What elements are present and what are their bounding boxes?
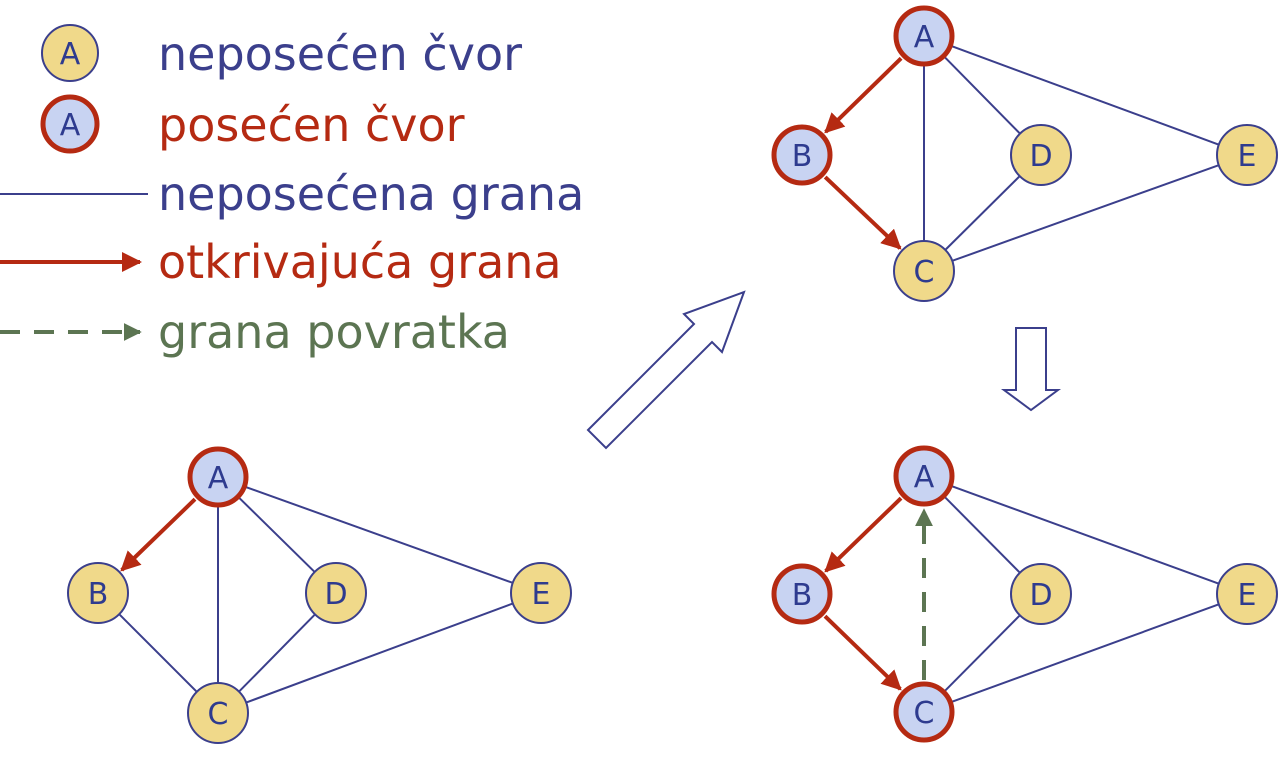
node-D-label: D xyxy=(1029,139,1052,174)
legend-discovery-edge: otkrivajuća grana xyxy=(0,235,562,289)
edge-C-D-unvisited xyxy=(944,175,1021,251)
edge-A-E-unvisited xyxy=(951,485,1220,585)
node-A-label: A xyxy=(914,460,935,495)
node-B-circle xyxy=(771,563,833,625)
node-D-circle xyxy=(1010,124,1072,186)
legend-back-edge: grana povratka xyxy=(0,305,510,359)
node-A-label: A xyxy=(914,20,935,55)
edge-C-D-unvisited xyxy=(238,613,316,693)
graph-step-1: A B C D E xyxy=(67,446,572,744)
node-B-label: B xyxy=(792,578,813,613)
node-E-circle xyxy=(510,562,572,624)
legend-unvisited-node-symbol xyxy=(41,24,99,82)
legend: A neposećen čvor A posećen čvor neposeće… xyxy=(0,24,584,359)
node-C-label: C xyxy=(914,696,935,731)
node-C-circle xyxy=(893,240,955,302)
legend-unvisited-edge: neposećena grana xyxy=(0,167,584,221)
edge-C-E-unvisited xyxy=(951,603,1220,703)
node-A-circle xyxy=(893,5,955,67)
node-E-label: E xyxy=(1238,139,1257,174)
edge-A-B-discovery xyxy=(824,56,903,134)
node-D-label: D xyxy=(324,577,347,612)
edge-A-D-unvisited xyxy=(944,496,1021,574)
legend-visited-node-label: posećen čvor xyxy=(158,98,465,152)
node-A-label: A xyxy=(208,461,229,496)
node-B-circle xyxy=(67,562,129,624)
edge-A-B-discovery xyxy=(120,497,197,572)
edge-A-E-unvisited xyxy=(245,486,514,584)
edge-C-E-unvisited xyxy=(951,164,1220,262)
node-B-label: B xyxy=(792,139,813,174)
edge-A-B-discovery xyxy=(824,496,903,573)
node-E-circle xyxy=(1216,124,1278,186)
legend-discovery-edge-label: otkrivajuća grana xyxy=(158,235,562,289)
down-transition-arrow xyxy=(1000,327,1062,412)
legend-visited-node-letter: A xyxy=(60,108,81,143)
node-E-label: E xyxy=(1238,578,1257,613)
node-B-label: B xyxy=(88,577,109,612)
legend-unvisited-node-label: neposećen čvor xyxy=(158,27,522,81)
node-B-circle xyxy=(771,124,833,186)
legend-unvisited-node-letter: A xyxy=(60,37,81,72)
graph-step-2: A B C D E xyxy=(771,5,1278,302)
diagonal-transition-arrow xyxy=(586,290,746,450)
node-C-circle xyxy=(187,682,249,744)
legend-unvisited-edge-label: neposećena grana xyxy=(158,167,584,221)
node-D-circle xyxy=(305,562,367,624)
node-E-circle xyxy=(1216,563,1278,625)
edge-A-D-unvisited xyxy=(238,497,316,573)
edge-A-D-unvisited xyxy=(944,56,1021,135)
node-C-label: C xyxy=(914,255,935,290)
edge-B-C-unvisited xyxy=(118,613,198,693)
legend-visited-node-symbol xyxy=(40,94,100,154)
edge-C-E-unvisited xyxy=(245,602,514,704)
node-A-circle xyxy=(187,446,249,508)
legend-visited-node: A posećen čvor xyxy=(40,94,465,154)
edge-A-E-unvisited xyxy=(951,45,1220,146)
node-E-label: E xyxy=(532,577,551,612)
graph-step-3: A B C D E xyxy=(771,445,1278,743)
legend-unvisited-node: A neposećen čvor xyxy=(41,24,522,82)
edge-B-C-discovery xyxy=(823,614,902,691)
edge-B-C-discovery xyxy=(823,175,902,250)
node-C-label: C xyxy=(208,697,229,732)
node-C-circle xyxy=(893,681,955,743)
legend-back-edge-label: grana povratka xyxy=(158,305,510,359)
node-D-circle xyxy=(1010,563,1072,625)
node-A-circle xyxy=(893,445,955,507)
edge-C-D-unvisited xyxy=(944,614,1021,692)
node-D-label: D xyxy=(1029,578,1052,613)
